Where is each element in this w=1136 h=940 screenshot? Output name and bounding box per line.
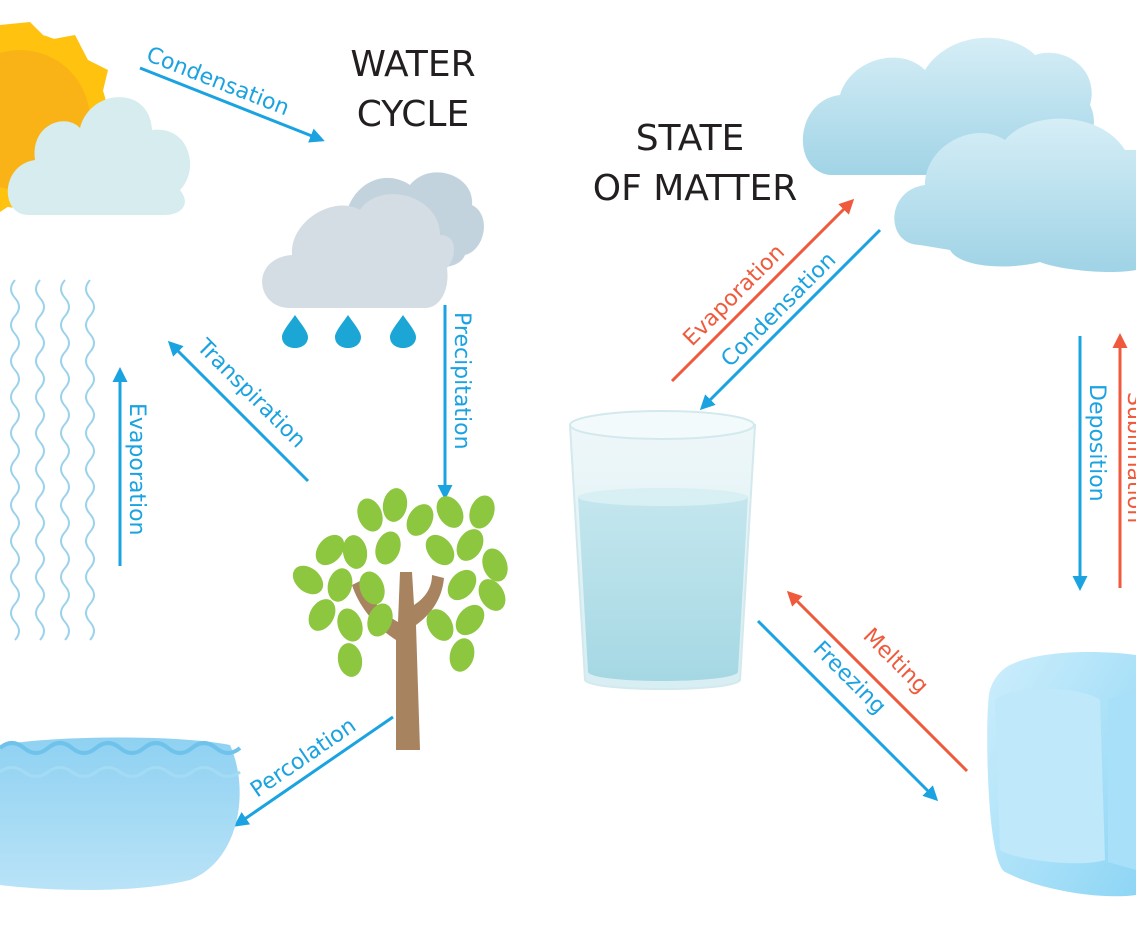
sublimation-arrow: Sublimation <box>1112 333 1136 588</box>
cloud-icon <box>7 97 191 215</box>
evaporation-right-arrow: Evaporation <box>670 198 855 383</box>
melting-arrow: Melting <box>786 590 969 773</box>
state-of-matter-title-line2: OF MATTER <box>593 168 798 209</box>
big-cloud-icon <box>802 37 1136 273</box>
evaporation-left-arrow: Evaporation <box>112 367 149 566</box>
evaporation-left-label: Evaporation <box>124 403 149 536</box>
state-of-matter-title-line1: STATE <box>636 118 745 159</box>
condensation-top-arrow: Condensation <box>139 42 325 143</box>
condensation-right-arrow: Condensation <box>699 228 882 411</box>
ice-cube-icon <box>987 652 1136 897</box>
precipitation-label: Precipitation <box>449 312 474 450</box>
transpiration-label: Transpiration <box>191 334 310 453</box>
precipitation-arrow: Precipitation <box>437 305 474 500</box>
evaporation-right-label: Evaporation <box>679 240 790 351</box>
percolation-label: Percolation <box>246 713 361 803</box>
freezing-arrow: Freezing <box>756 619 939 802</box>
water-cycle-title-line2: CYCLE <box>357 94 469 135</box>
lake-icon <box>0 737 242 890</box>
water-cycle-title-line1: WATER <box>350 44 475 85</box>
condensation-top-label: Condensation <box>143 42 293 121</box>
percolation-arrow: Percolation <box>233 713 394 827</box>
rain-cloud-icon <box>262 172 484 348</box>
glass-of-water-icon <box>568 410 757 690</box>
wavy-water-icon <box>10 279 95 641</box>
deposition-arrow: Deposition <box>1072 336 1109 591</box>
tree-icon <box>292 488 508 750</box>
deposition-label: Deposition <box>1084 384 1109 502</box>
transpiration-arrow: Transpiration <box>167 334 310 483</box>
sublimation-label: Sublimation <box>1122 392 1136 523</box>
